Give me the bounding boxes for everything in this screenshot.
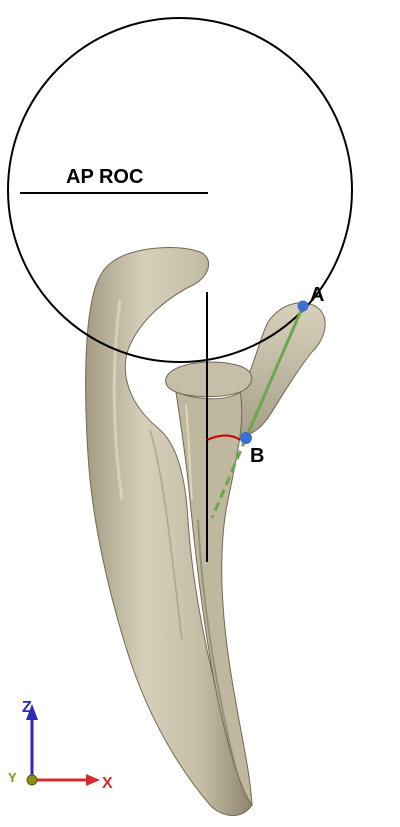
z-axis-label: Z bbox=[22, 699, 32, 716]
coracoid-process bbox=[232, 302, 326, 435]
roc-circle bbox=[7, 17, 353, 363]
scapular-body bbox=[175, 391, 253, 807]
bone-shading-4 bbox=[185, 404, 193, 501]
point-a-label: A bbox=[310, 284, 324, 306]
angle-arc bbox=[206, 434, 241, 441]
axis-triad: Z X Y bbox=[8, 699, 113, 792]
glenoid bbox=[165, 361, 253, 398]
point-a bbox=[297, 300, 309, 312]
z-axis-arrow bbox=[26, 704, 38, 720]
bone-shading-2 bbox=[112, 299, 124, 501]
roc-label: AP ROC bbox=[66, 166, 143, 188]
x-axis-arrow bbox=[86, 774, 100, 786]
scapula-bone bbox=[85, 247, 326, 816]
y-axis-label: Y bbox=[8, 770, 17, 785]
x-axis-label: X bbox=[102, 775, 113, 792]
line-a-b bbox=[244, 305, 305, 439]
bone-shading-3 bbox=[149, 429, 183, 641]
point-b bbox=[240, 432, 252, 444]
y-axis-origin bbox=[26, 774, 38, 786]
bone-shading-1 bbox=[197, 519, 237, 771]
point-b-label: B bbox=[250, 445, 264, 467]
line-b-extension bbox=[210, 437, 248, 519]
